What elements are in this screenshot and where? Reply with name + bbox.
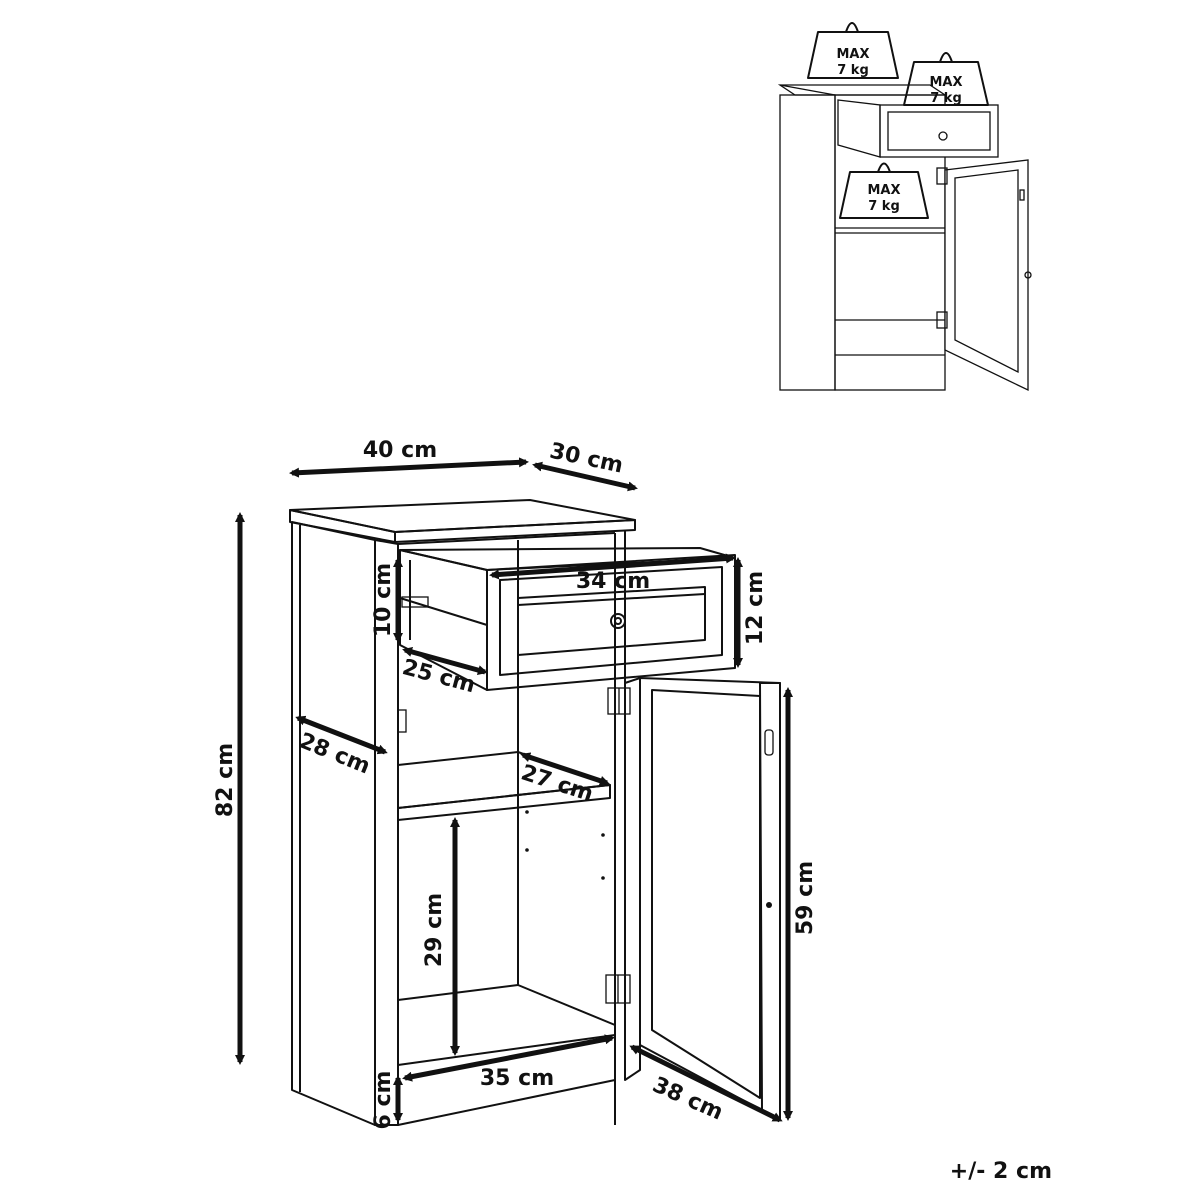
label-drawer-width: 34 cm (576, 569, 650, 594)
small-cabinet (777, 84, 1032, 392)
label-shelf-clearance: 29 cm (422, 893, 447, 967)
label-height: 82 cm (213, 743, 238, 817)
dim-side-depth-line (295, 715, 388, 755)
label-door-width: 38 cm (649, 1073, 727, 1126)
weight-shelf: MAX 7 kg (839, 162, 929, 219)
dim-shelf-depth-line (520, 752, 610, 786)
weight-top-kg: 7 kg (837, 63, 869, 78)
weight-drawer-kg: 7 kg (930, 91, 962, 106)
weight-shelf-kg: 7 kg (868, 199, 900, 214)
weight-drawer: MAX 7 kg (903, 52, 989, 106)
weight-shelf-max: MAX (867, 183, 900, 198)
dim-drawer-width-line (489, 553, 736, 580)
label-door-height: 59 cm (793, 861, 818, 935)
weight-drawer-max: MAX (929, 75, 962, 90)
label-inner-width: 35 cm (480, 1066, 554, 1091)
dim-drawer-depth-line (402, 647, 488, 675)
label-base-height: 6 cm (371, 1071, 396, 1130)
dim-inner-width-line (402, 1034, 615, 1082)
main-cabinet (289, 499, 781, 1126)
label-drawer-front: 12 cm (743, 571, 768, 645)
label-drawer-height: 10 cm (371, 563, 396, 637)
load-capacity-view: MAX 7 kg MAX 7 kg MAX 7 kg (777, 22, 1032, 392)
dim-width-line (289, 457, 529, 478)
weight-top-max: MAX (836, 47, 869, 62)
dim-door-width-line (629, 1044, 783, 1123)
tolerance-note: +/- 2 cm (950, 1159, 1052, 1184)
dimension-lines (235, 457, 793, 1123)
weight-top: MAX 7 kg (807, 22, 899, 79)
dim-depth-line (532, 461, 638, 492)
label-width: 40 cm (363, 438, 437, 463)
label-side-depth: 28 cm (295, 728, 373, 779)
dimension-labels: 40 cm 30 cm 82 cm 10 cm 25 cm 34 cm 12 c… (213, 438, 818, 1129)
